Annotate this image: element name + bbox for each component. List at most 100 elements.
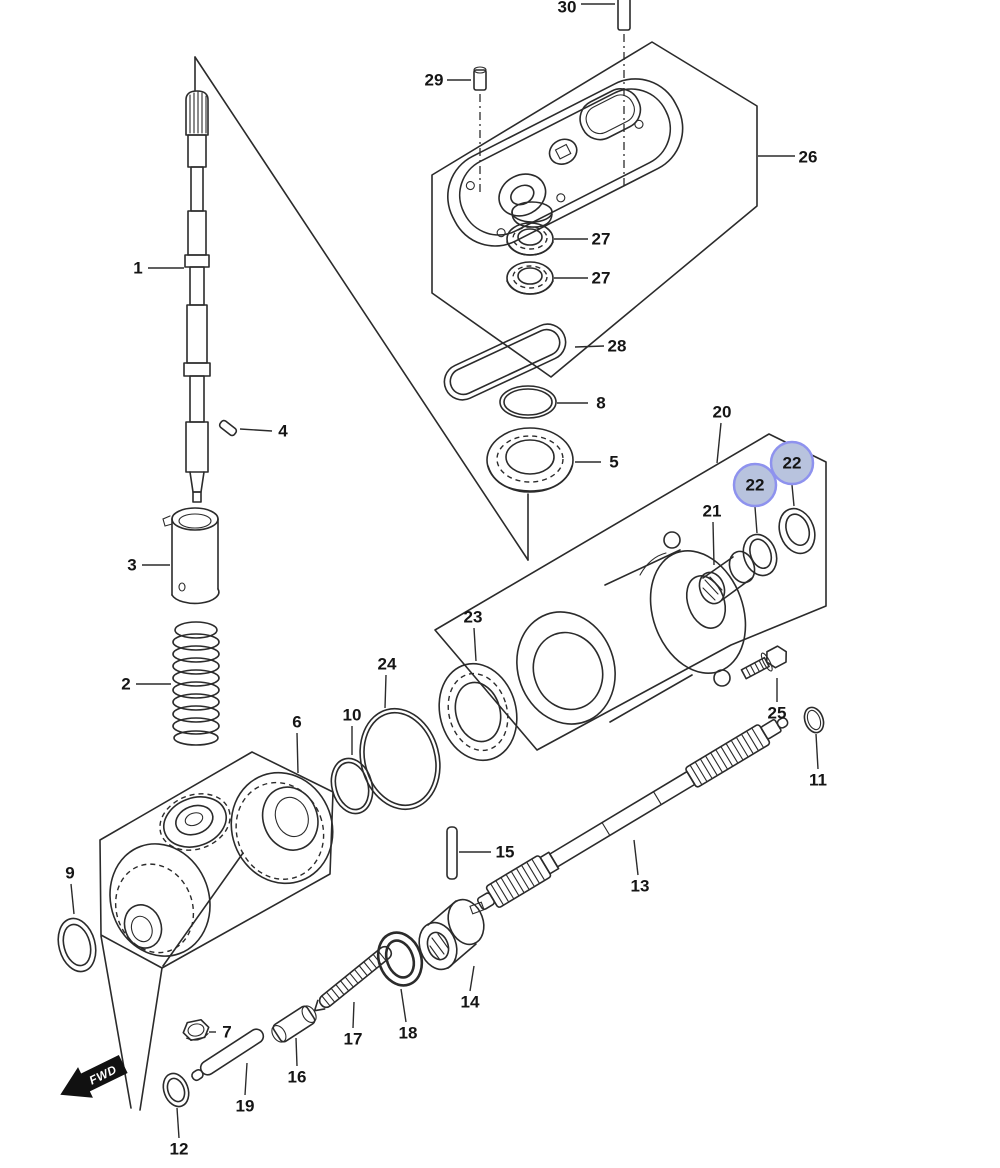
part-label-22[interactable]: 22: [783, 454, 802, 473]
part-callout-28-29: 28: [574, 337, 627, 356]
part-callout-24-24: 24: [378, 655, 397, 709]
part-label-23[interactable]: 23: [464, 608, 483, 627]
leader-line: [754, 506, 758, 534]
part-callout-19-18: 19: [236, 1062, 255, 1116]
part-callout-11-10: 11: [809, 733, 827, 790]
part-label-25[interactable]: 25: [768, 704, 787, 723]
part-callout-14-13: 14: [461, 965, 480, 1012]
part-label-13[interactable]: 13: [631, 877, 650, 896]
part-label-27[interactable]: 27: [592, 230, 611, 249]
o-ring-8: [499, 385, 557, 419]
o-ring-9: [57, 917, 97, 973]
part-label-1[interactable]: 1: [133, 259, 142, 278]
part-callout-9-8: 9: [65, 864, 75, 915]
part-label-27[interactable]: 27: [592, 269, 611, 288]
highlight-circle: [732, 462, 778, 508]
oil-seal-22a: [742, 533, 778, 577]
part-label-15[interactable]: 15: [496, 843, 515, 862]
part-callout-1-0: 1: [133, 259, 184, 278]
part-callout-6-5: 6: [292, 713, 302, 774]
part-callout-10-9: 10: [343, 706, 362, 755]
leader-line: [716, 422, 722, 464]
part-label-12[interactable]: 12: [170, 1140, 189, 1159]
part-callout-12-11: 12: [170, 1107, 189, 1159]
leader-line: [244, 1062, 248, 1096]
driveshaft-bearing: [486, 427, 574, 493]
part-label-19[interactable]: 19: [236, 1097, 255, 1116]
part-callout-5-4: 5: [575, 453, 619, 472]
part-label-7[interactable]: 7: [222, 1023, 231, 1042]
part-label-17[interactable]: 17: [344, 1030, 363, 1049]
part-callout-27-27: 27: [554, 230, 610, 249]
part-label-20[interactable]: 20: [713, 403, 732, 422]
fwd-arrow-shape: [60, 1055, 128, 1098]
part-callout-17-16: 17: [344, 1001, 363, 1049]
part-callout-21-20: 21: [703, 502, 722, 566]
pump-bearing-27a: [506, 222, 554, 256]
o-ring-11: [803, 706, 825, 734]
part-label-8[interactable]: 8: [596, 394, 605, 413]
leader-line: [295, 1037, 298, 1067]
pinion-nut: [182, 1018, 210, 1042]
leader-line: [469, 965, 475, 992]
part-callout-7-6: 7: [209, 1023, 232, 1042]
carrier-bushing: [698, 550, 756, 605]
part-callout-23-23: 23: [464, 608, 483, 662]
leader-line: [352, 1001, 355, 1029]
gear-set-boundary-6: [99, 751, 334, 969]
part-label-16[interactable]: 16: [288, 1068, 307, 1087]
pump-bearing-27b: [506, 261, 554, 295]
threaded-shift-shaft: [313, 945, 393, 1012]
carrier-bolt: [740, 645, 787, 680]
shift-rod-joint: [271, 1005, 317, 1043]
part-label-21[interactable]: 21: [703, 502, 722, 521]
part-callout-25-25: 25: [768, 678, 787, 723]
part-label-26[interactable]: 26: [799, 148, 818, 167]
part-callout-30-31: 30: [558, 0, 615, 17]
part-callout-26-26: 26: [758, 148, 817, 167]
part-label-24[interactable]: 24: [378, 655, 397, 674]
part-callout-29-30: 29: [425, 71, 471, 90]
driveshaft: [183, 90, 211, 503]
part-label-9[interactable]: 9: [65, 864, 74, 883]
part-label-10[interactable]: 10: [343, 706, 362, 725]
part-label-5[interactable]: 5: [609, 453, 618, 472]
part-label-4[interactable]: 4: [278, 422, 288, 441]
part-callout-15-14: 15: [459, 843, 514, 862]
leader-line: [473, 627, 477, 662]
housing-boundary-26: [431, 41, 758, 378]
leader-line: [70, 883, 75, 915]
coil-spring: [172, 621, 220, 746]
part-label-30[interactable]: 30: [558, 0, 577, 17]
oil-seal-22b: [778, 507, 816, 555]
leader-line: [239, 428, 273, 432]
leader-line: [384, 674, 387, 709]
leader-line: [791, 484, 795, 507]
part-label-18[interactable]: 18: [399, 1024, 418, 1043]
part-label-2[interactable]: 2: [121, 675, 130, 694]
clutch-pin: [446, 826, 458, 880]
part-label-11[interactable]: 11: [809, 771, 827, 790]
part-label-22[interactable]: 22: [746, 476, 765, 495]
part-callout-13-12: 13: [631, 839, 650, 896]
dowel-pin-30: [617, 0, 631, 31]
o-ring-10: [330, 757, 374, 815]
construction-lines: [194, 34, 625, 561]
part-label-3[interactable]: 3: [127, 556, 136, 575]
part-callout-3-2: 3: [127, 556, 170, 575]
fwd-arrow: FWD: [60, 1055, 128, 1098]
part-callout-22-22: 22: [769, 440, 815, 507]
part-label-6[interactable]: 6: [292, 713, 301, 732]
driveshaft-sleeve: [162, 507, 220, 605]
part-label-14[interactable]: 14: [461, 993, 480, 1012]
propeller-shaft: [476, 717, 789, 910]
bearing-carrier-boundary-20: [434, 433, 827, 751]
leader-line: [296, 732, 299, 774]
part-label-29[interactable]: 29: [425, 71, 444, 90]
part-callout-22-21: 22: [732, 462, 778, 534]
part-label-28[interactable]: 28: [608, 337, 627, 356]
part-callout-18-17: 18: [399, 988, 418, 1043]
